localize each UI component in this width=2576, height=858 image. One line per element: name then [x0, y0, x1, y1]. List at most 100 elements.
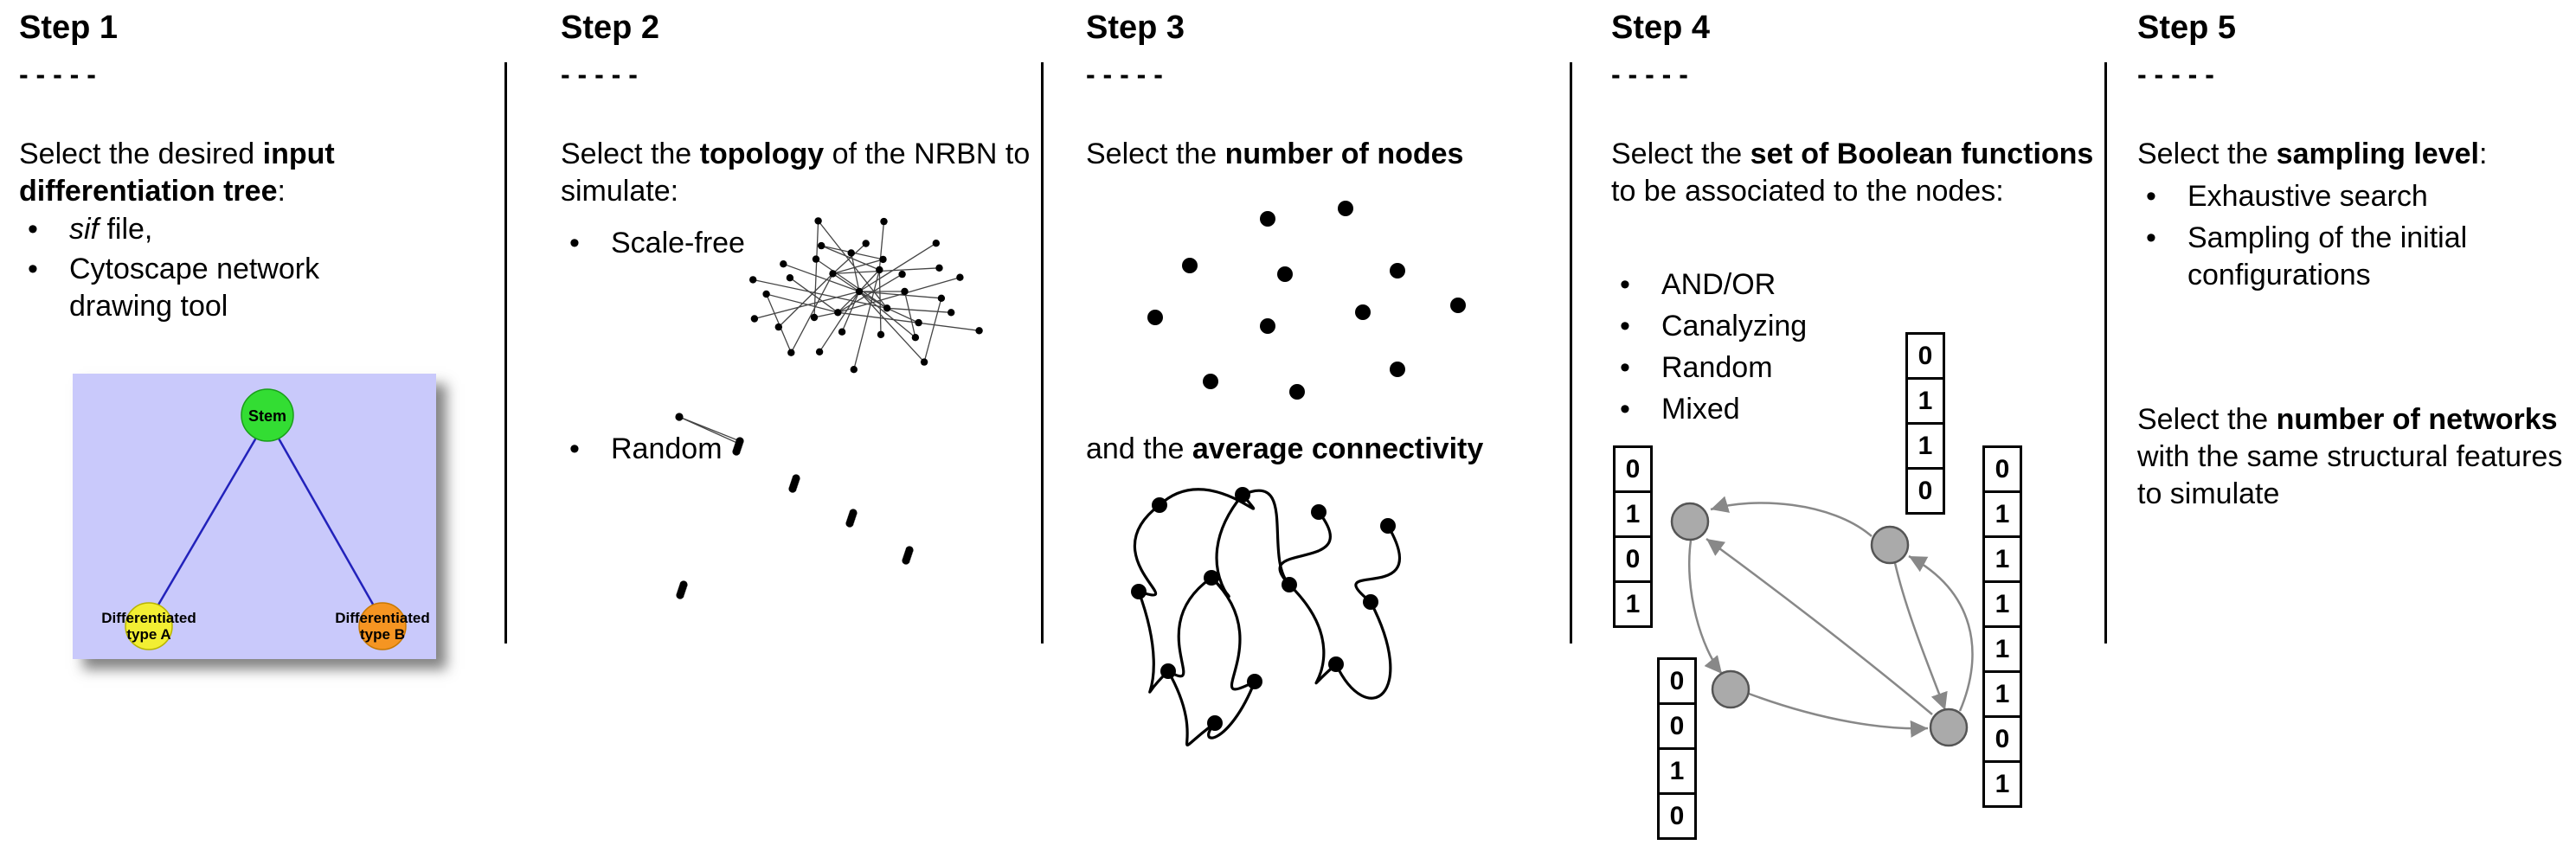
step-1-intro: Select the desired input differentiation…	[19, 136, 504, 210]
step-4-dashes: - - - - -	[1611, 59, 1688, 90]
table-cell: 0	[1657, 702, 1697, 750]
scatter-dot	[1147, 310, 1163, 325]
connectivity-graphic	[1131, 487, 1402, 746]
type-b-label-line2: type B	[360, 626, 405, 643]
table-cell: 1	[1982, 535, 2022, 583]
bullet-marker: •	[2146, 180, 2156, 213]
network-arrows	[1687, 496, 1974, 738]
bullet-item-exhaustive-search: • Exhaustive search	[2137, 178, 2544, 215]
column-divider-3	[1570, 62, 1572, 644]
intro-text: Select the	[1611, 138, 1751, 170]
step-5-intro: Select the sampling level:	[2137, 136, 2576, 173]
bullet-marker: •	[28, 253, 38, 285]
intro-text: :	[2478, 138, 2488, 170]
bullet-item-cytoscape: • Cytoscape network drawing tool	[19, 251, 382, 325]
step-4-title: Step 4	[1611, 10, 1711, 46]
bullet-item-mixed: • Mixed	[1611, 391, 1957, 428]
type-b-label-line1: Differentiated	[335, 610, 430, 626]
type-a-label-line1: Differentiated	[101, 610, 196, 626]
step-1-column: Step 1 - - - - - Select the desired inpu…	[19, 10, 504, 841]
intro-text: :	[277, 175, 286, 208]
intro-text: of the NRBN to simulate:	[561, 138, 1031, 208]
table-cell: 1	[1982, 580, 2022, 628]
step-5-dashes: - - - - -	[2137, 59, 2214, 90]
step-2-intro: Select the topology of the NRBN to simul…	[561, 136, 1037, 210]
network-nodes	[1670, 502, 1969, 747]
network-node	[1670, 502, 1710, 541]
table-cell: 0	[1613, 445, 1653, 493]
intro-bold-text: sampling level	[2276, 138, 2479, 170]
table-cell: 1	[1982, 625, 2022, 673]
step-2-dashes: - - - - -	[561, 59, 638, 90]
intro-text: with the same structural features to sim…	[2137, 440, 2563, 511]
step-5-column: Step 5 - - - - - Select the sampling lev…	[2137, 10, 2576, 841]
scatter-dot	[1338, 201, 1353, 216]
tree-edge-right	[266, 418, 384, 622]
step-2-column: Step 2 - - - - - Select the topology of …	[561, 10, 1037, 841]
bullet-marker: •	[1620, 310, 1630, 343]
connectivity-edges	[1133, 488, 1402, 746]
tree-edge-left	[147, 418, 269, 622]
table-cell: 1	[1613, 490, 1653, 538]
column-divider-2	[1041, 62, 1044, 644]
table-cell: 0	[1657, 792, 1697, 840]
table-cell: 0	[1905, 332, 1945, 380]
step-3-dashes: - - - - -	[1086, 59, 1163, 90]
step-1-dashes: - - - - -	[19, 59, 96, 90]
differentiation-tree-svg: Stem Differentiated type A Differentiate…	[73, 374, 436, 659]
bullet-item-scale-free: • Scale-free	[561, 225, 907, 262]
bullet-text: Canalyzing	[1661, 310, 1808, 343]
truth-table-left: 0 1 0 1	[1613, 445, 1653, 628]
step-5-title: Step 5	[2137, 10, 2237, 46]
scatter-dot	[1390, 362, 1405, 377]
intro-text: to be associated to the nodes:	[1611, 175, 2004, 208]
bullet-text: Exhaustive search	[2187, 180, 2428, 213]
network-node	[1929, 708, 1969, 747]
table-cell: 1	[1982, 670, 2022, 718]
bullet-text: Scale-free	[611, 227, 745, 259]
step-3-second-text: and the average connectivity	[1086, 431, 1575, 468]
table-cell: 0	[1982, 445, 2022, 493]
step-1-title: Step 1	[19, 10, 119, 46]
network-node	[1870, 525, 1910, 565]
intro-text: Select the	[1086, 138, 1225, 170]
bullet-marker: •	[1620, 393, 1630, 426]
bullet-text: Cytoscape network drawing tool	[69, 253, 320, 323]
step-3-title: Step 3	[1086, 10, 1185, 46]
intro-bold-text: number of nodes	[1224, 138, 1464, 170]
bullet-marker: •	[1620, 351, 1630, 384]
stem-node	[241, 388, 294, 442]
bullet-marker: •	[569, 227, 580, 259]
bullet-text: Mixed	[1661, 393, 1740, 426]
intro-text: Select the	[2137, 138, 2277, 170]
intro-bold-text: number of networks	[2276, 403, 2558, 436]
connectivity-dots	[1131, 487, 1396, 731]
bullet-item-and-or: • AND/OR	[1611, 266, 1957, 304]
step-5-second-text: Select the number of networks with the s…	[2137, 401, 2576, 514]
bullet-text: AND/OR	[1661, 268, 1776, 301]
intro-text: Select the	[561, 138, 700, 170]
scatter-dot	[1260, 211, 1275, 227]
random-network-graphic	[675, 413, 914, 599]
bullet-item-random-functions: • Random	[1611, 349, 1957, 387]
intro-bold-text: average connectivity	[1192, 432, 1484, 465]
intro-bold-text: set of Boolean functions	[1750, 138, 2094, 170]
differentiated-type-b-node	[358, 602, 407, 650]
table-cell: 1	[1982, 760, 2022, 808]
scatter-dot	[1260, 318, 1275, 334]
stem-node-label: Stem	[248, 407, 286, 425]
scatter-dot	[1182, 258, 1198, 273]
step-4-intro: Select the set of Boolean functions to b…	[1611, 136, 2096, 210]
intro-text: Select the	[2137, 403, 2277, 436]
scatter-dot	[1355, 304, 1371, 320]
step-4-column: Step 4 - - - - - Select the set of Boole…	[1611, 10, 2096, 848]
nodes-scatter-graphic	[1147, 201, 1466, 400]
table-cell: 1	[1905, 422, 1945, 470]
intro-text: and the	[1086, 432, 1192, 465]
boolean-network-diagram: 0 1 0 1 0 1 1 0 0 1 1 1 1 1 0 1 0 0 1 0	[1611, 330, 2061, 858]
table-cell: 0	[1657, 657, 1697, 705]
bullet-item-sampling: • Sampling of the initial configurations	[2137, 220, 2518, 294]
bullet-marker: •	[569, 432, 580, 465]
table-cell: 1	[1613, 580, 1653, 628]
